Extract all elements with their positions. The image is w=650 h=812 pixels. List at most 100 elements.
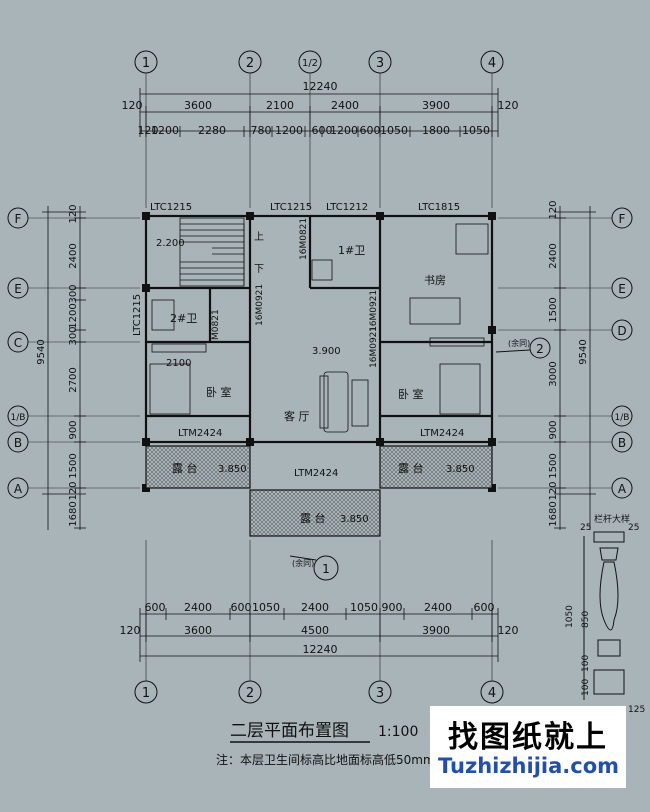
dim-bot-r1-5: 1050 (350, 601, 378, 614)
dim-left-6: 900 (68, 420, 79, 439)
dim-top-r2-3: 2400 (331, 99, 359, 112)
door-m0921-c: 16M0921 (369, 326, 379, 368)
room-bath1: 1#卫 (338, 244, 365, 257)
window-ltc1215-a: LTC1215 (150, 202, 192, 213)
section-marks (289, 337, 551, 581)
room-living: 客 厅 (284, 409, 310, 423)
dim-top-r2-1: 3600 (184, 99, 212, 112)
axis-right-f: F (619, 212, 626, 226)
dim-right-4: 900 (548, 420, 559, 439)
watermark-box: 找图纸就上 Tuzhizhijia.com (430, 706, 626, 788)
level-terrace-center: 3.850 (340, 514, 369, 525)
detail-h-0: 1050 (565, 605, 575, 628)
dim-top-r3-3: 780 (251, 124, 272, 137)
window-ltc1815: LTC1815 (418, 202, 460, 213)
axis-bottom-2: 2 (246, 686, 254, 701)
railing-detail (583, 531, 625, 700)
level-terrace-right: 3.850 (446, 464, 475, 475)
axis-right-b: B (618, 436, 626, 450)
dim-lines-bottom (139, 608, 499, 662)
room-terrace-left: 露 台 (172, 461, 198, 475)
dim-bot-r1-0: 600 (145, 601, 166, 614)
dim-top-r3-8: 1050 (380, 124, 408, 137)
detail-h-1: 850 (581, 611, 591, 628)
axis-bottom-3: 3 (376, 686, 384, 701)
room-terrace-center: 露 台 (300, 511, 326, 525)
dim-top-r3-6: 1200 (330, 124, 358, 137)
axis-top-2: 2 (246, 56, 254, 71)
dim-top-r3-10: 1050 (462, 124, 490, 137)
slider-ltm2424-a: LTM2424 (178, 428, 222, 439)
terraces (145, 445, 493, 537)
dim-left-2: 300 (68, 284, 79, 303)
level-stair: 2.200 (156, 238, 185, 249)
stair-down: 下 (254, 264, 264, 275)
dim-left-8: 120 (68, 481, 79, 500)
section-ref-side: (余同) (508, 338, 530, 348)
door-m0921-a: 16M0921 (255, 284, 265, 326)
dim-top-r2-4: 3900 (422, 99, 450, 112)
axis-top-3: 3 (376, 56, 384, 71)
dim-bot-r1-7: 2400 (424, 601, 452, 614)
dim-lines-left (42, 206, 86, 530)
dim-left-9: 1680 (68, 501, 79, 526)
axis-bubbles-right (611, 207, 633, 499)
dim-lines-top (139, 88, 499, 137)
door-m0821-a: 16M0821 (299, 218, 309, 260)
detail-h-2: 100 (581, 655, 591, 672)
dim-bot-r2-4: 120 (498, 624, 519, 637)
axis-left-e: E (14, 282, 22, 296)
level-living: 3.900 (312, 346, 341, 357)
dim-left-4: 300 (68, 326, 79, 345)
slider-ltm2424-b: LTM2424 (420, 428, 464, 439)
detail-top-0: 25 (580, 523, 591, 533)
dim-2100: 2100 (166, 358, 191, 369)
window-ltc1215-c: LTC1215 (132, 294, 143, 336)
dim-top-r3-2: 2280 (198, 124, 226, 137)
axis-bottom-1: 1 (142, 686, 150, 701)
dim-bot-r2-2: 4500 (301, 624, 329, 637)
dim-bot-r1-1: 2400 (184, 601, 212, 614)
dim-right-3: 3000 (548, 361, 559, 386)
axis-left-f: F (15, 212, 22, 226)
axis-right-d: D (617, 324, 626, 338)
axis-bubbles-bottom (134, 680, 504, 704)
dim-bot-total: 12240 (303, 643, 338, 656)
detail-top-2: 25 (628, 523, 639, 533)
room-bed-left: 卧 室 (206, 385, 232, 399)
dim-left-7: 1500 (68, 453, 79, 478)
level-terrace-left: 3.850 (218, 464, 247, 475)
dim-top-r2-0: 120 (122, 99, 143, 112)
watermark-url: Tuzhizhijia.com (438, 754, 620, 778)
dim-right-2: 1500 (548, 297, 559, 322)
drawing-note: 注：本层卫生间标高比地面标高低50mm (216, 752, 435, 767)
dim-right-6: 120 (548, 481, 559, 500)
dim-bot-r1-4: 2400 (301, 601, 329, 614)
axis-bottom-4: 4 (488, 686, 496, 701)
exterior-walls (144, 214, 494, 444)
axis-right-1b: 1/B (615, 413, 630, 423)
dim-top-r3-7: 600 (360, 124, 381, 137)
axis-top-4: 4 (488, 56, 496, 71)
dim-bot-r1-3: 1050 (252, 601, 280, 614)
watermark-cn: 找图纸就上 (448, 720, 608, 755)
room-terrace-right: 露 台 (398, 461, 424, 475)
window-ltc1215-b: LTC1215 (270, 202, 312, 213)
dim-bot-r1-8: 600 (474, 601, 495, 614)
axis-left-c: C (14, 336, 22, 350)
dim-top-r2-2: 2100 (266, 99, 294, 112)
dim-left-1: 2400 (68, 243, 79, 268)
axis-left-a: A (14, 482, 23, 496)
section-side-num: 2 (536, 342, 544, 356)
dim-top-r3-4: 1200 (275, 124, 303, 137)
dim-bot-r1-6: 900 (382, 601, 403, 614)
dim-top-r3-1: 1200 (151, 124, 179, 137)
dim-right-5: 1500 (548, 453, 559, 478)
axis-top-1-2: 1/2 (302, 58, 318, 69)
dim-right-1: 2400 (548, 243, 559, 268)
dim-left-0: 120 (68, 204, 79, 223)
axis-right-a: A (618, 482, 627, 496)
dim-top-r2-5: 120 (498, 99, 519, 112)
stair (179, 217, 245, 287)
axis-top-1: 1 (142, 56, 150, 71)
